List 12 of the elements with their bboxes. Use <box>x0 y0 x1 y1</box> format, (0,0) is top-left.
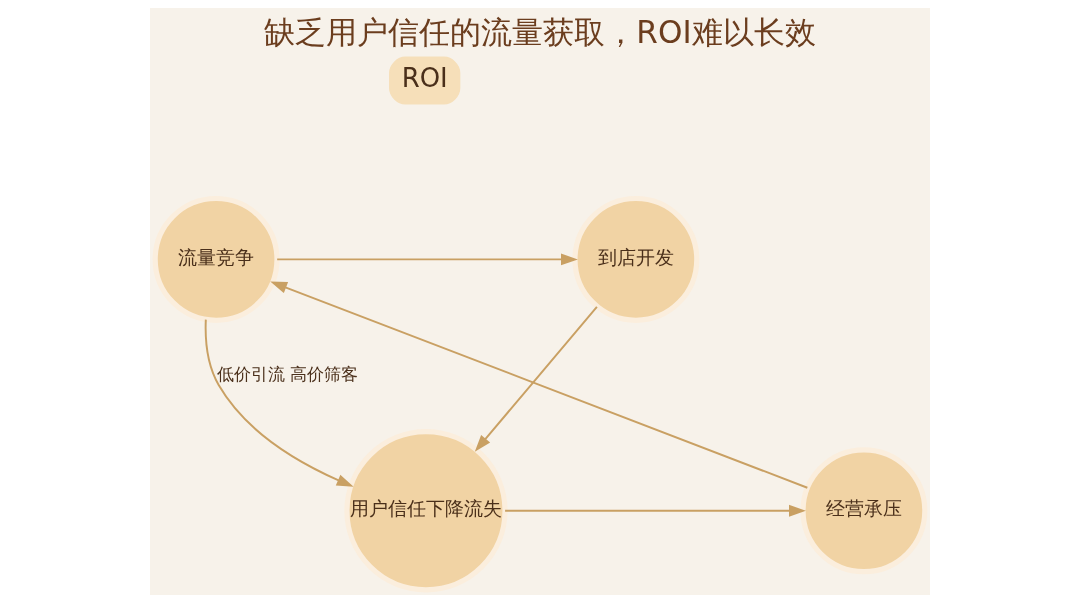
node-box: ROI <box>389 56 461 105</box>
diagram-title: 缺乏用户信任的流量获取，ROI难以长效 <box>264 14 816 51</box>
node-circle: 流量竞争 <box>152 195 280 323</box>
edge-label: 低价引流 高价筛客 <box>216 364 359 385</box>
arrow <box>504 504 806 517</box>
arrow <box>270 281 809 489</box>
arrow <box>204 318 354 487</box>
node-circle: 到店开发 <box>572 195 700 323</box>
node-circle: 用户信任下降流失 <box>344 429 508 593</box>
arrow <box>276 253 578 266</box>
arrow <box>474 305 598 452</box>
node-circle: 经营承压 <box>800 447 928 575</box>
